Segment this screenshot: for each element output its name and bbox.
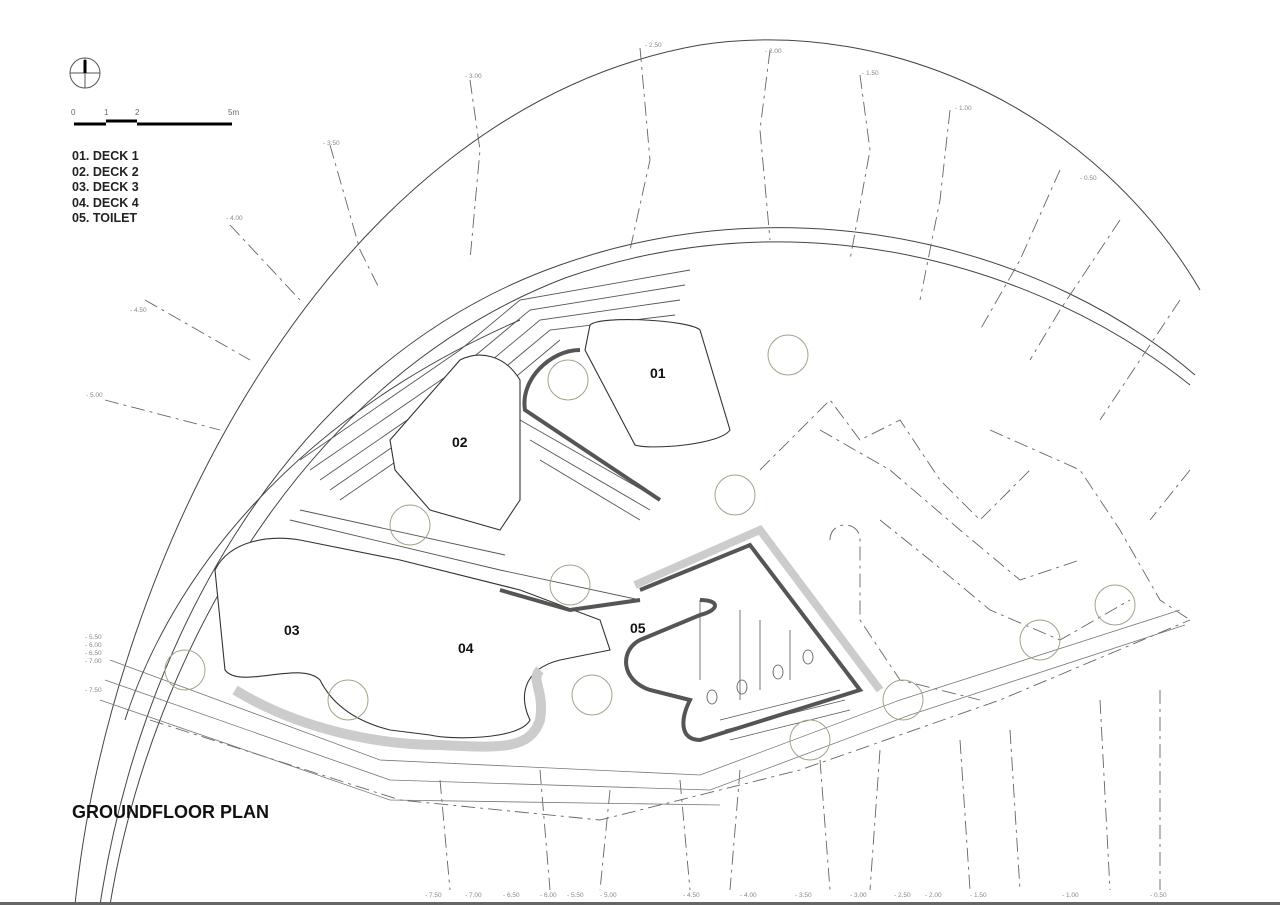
contour-label: - 4.00 xyxy=(740,892,757,899)
tree-icon xyxy=(714,474,756,516)
contour-label: - 6.00 xyxy=(85,642,102,649)
contour-label: - 1.50 xyxy=(970,892,987,899)
contour-label: - 0.50 xyxy=(1080,175,1097,182)
contour-lines xyxy=(104,47,1191,891)
tree-icon xyxy=(882,679,924,721)
room-label-01: 01 xyxy=(650,365,666,381)
contour-label: - 1.50 xyxy=(862,70,879,77)
drawing-title: GROUNDFLOOR PLAN xyxy=(72,802,269,822)
contour-label: - 7.00 xyxy=(85,658,102,665)
frame-border xyxy=(0,902,1280,905)
site-boundary-arcs xyxy=(74,39,1201,905)
tree-icon xyxy=(327,679,369,721)
contour-label: - 0.50 xyxy=(1150,892,1167,899)
contour-label: - 6.50 xyxy=(503,892,520,899)
deck-2-outline xyxy=(389,354,521,531)
legend-item: 01. DECK 1 xyxy=(72,149,139,163)
contour-label: - 6.50 xyxy=(85,650,102,657)
room-label-03: 03 xyxy=(284,622,300,638)
contour-label: - 5.50 xyxy=(567,892,584,899)
legend-item: 03. DECK 3 xyxy=(72,180,139,194)
legend: 01. DECK 1 02. DECK 2 03. DECK 3 04. DEC… xyxy=(72,149,139,227)
contour-label: - 7.50 xyxy=(425,892,442,899)
scale-label: 1 xyxy=(104,108,109,117)
contour-label: - 3.50 xyxy=(323,140,340,147)
scale-bar xyxy=(74,119,232,126)
tree-icon xyxy=(547,359,589,401)
tree-icon xyxy=(571,674,613,716)
contour-label: - 7.50 xyxy=(85,687,102,694)
contour-label: - 1.00 xyxy=(1062,892,1079,899)
contour-label: - 2.00 xyxy=(765,48,782,55)
contour-label: - 2.50 xyxy=(894,892,911,899)
north-arrow-icon xyxy=(69,57,101,89)
contour-label: - 2.00 xyxy=(925,892,942,899)
scale-label: 5m xyxy=(228,108,240,117)
room-label-04: 04 xyxy=(458,640,474,656)
contour-label: - 4.50 xyxy=(130,307,147,314)
walls xyxy=(499,348,864,743)
tree-icon xyxy=(389,504,431,546)
room-label-05: 05 xyxy=(630,620,646,636)
tree-icons xyxy=(164,334,1136,761)
deck-3-4-outline xyxy=(214,537,611,739)
contour-label: - 3.00 xyxy=(465,73,482,80)
contour-label: - 2.50 xyxy=(645,42,662,49)
legend-item: 02. DECK 2 xyxy=(72,164,139,179)
tree-icon xyxy=(549,564,591,606)
contour-label: - 3.50 xyxy=(795,892,812,899)
contour-label: - 4.50 xyxy=(683,892,700,899)
legend-item: 04. DECK 4 xyxy=(72,195,139,210)
legend-item: 05. TOILET xyxy=(72,211,138,225)
tree-icon xyxy=(1019,619,1061,661)
contour-label: - 1.00 xyxy=(955,105,972,112)
contour-label: - 5.50 xyxy=(85,634,102,641)
deck-1-outline xyxy=(584,319,731,448)
contour-label: - 6.00 xyxy=(540,892,557,899)
road-lines xyxy=(99,609,1186,806)
tree-icon xyxy=(1094,584,1136,626)
scale-label: 0 xyxy=(71,108,76,117)
contour-label: - 3.00 xyxy=(850,892,867,899)
tree-icon xyxy=(164,649,206,691)
scale-label: 2 xyxy=(135,108,140,117)
contour-label: - 5.00 xyxy=(600,892,617,899)
tree-icon xyxy=(767,334,809,376)
paving-strip xyxy=(232,525,884,752)
contour-label: - 4.00 xyxy=(226,215,243,222)
deck-outlines xyxy=(214,319,731,739)
toilet-fixtures xyxy=(699,600,851,741)
contour-label: - 5.00 xyxy=(86,392,103,399)
contour-label: - 7.00 xyxy=(465,892,482,899)
room-label-02: 02 xyxy=(452,434,468,450)
tree-icon xyxy=(789,719,831,761)
